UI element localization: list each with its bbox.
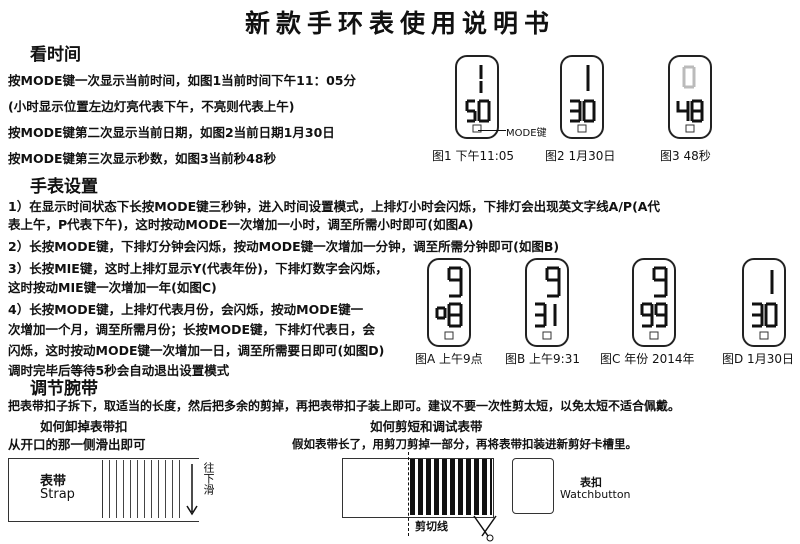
section-heading-watch-settings: 手表设置 <box>30 177 98 197</box>
led-display <box>676 65 704 133</box>
sub-heading: 假如表带长了，用剪刀剪掉一部分，再将表带扣装进新剪好卡槽里。 <box>292 437 637 451</box>
figure-caption: 图B 上午9:31 <box>505 352 580 366</box>
strap-label-en: Strap <box>40 487 75 502</box>
instruction-line: 4）长按MODE键，上排灯代表月份，会闪烁，按动MODE键一 <box>8 302 364 317</box>
figure-caption: 图1 下午11:05 <box>432 149 515 163</box>
instruction-line: 1）在显示时间状态下长按MODE键三秒钟，进入时间设置模式，上排灯小时会闪烁，下… <box>8 199 660 214</box>
led-display <box>535 266 561 340</box>
strap-label-cn: 表带 <box>40 474 67 489</box>
sub-heading: 如何卸掉表带扣 <box>40 419 128 434</box>
instruction-line: 2）长按MODE键，下排灯分钟会闪烁，按动MODE键一次增加一分钟，调至所需分钟… <box>8 239 560 254</box>
section-heading-adjust-strap: 调节腕带 <box>30 379 98 399</box>
cut-line-label: 剪切线 <box>415 520 448 533</box>
strap-excess-section <box>410 459 492 515</box>
instruction-line: 3）长按MIE键，这时上排灯显示Y(代表年份)，下排灯数字会闪烁， <box>8 261 388 276</box>
sub-heading: 从开口的那一侧滑出即可 <box>8 437 146 452</box>
instruction-line: 把表带扣子拆下，取适当的长度，然后把多余的剪掉，再把表带扣子装上即可。建议不要一… <box>8 399 681 413</box>
figure-caption: 图D 1月30日 <box>722 352 794 366</box>
sub-heading: 如何剪短和调试表带 <box>370 419 483 434</box>
buckle-label-cn: 表扣 <box>580 476 602 489</box>
mode-button-label: MODE键 <box>506 128 547 139</box>
led-display <box>435 266 463 340</box>
arrow-down-icon <box>186 464 198 516</box>
watch-figure-2 <box>560 55 604 139</box>
led-display <box>752 270 778 340</box>
watch-figure-d <box>742 258 786 347</box>
section-heading-view-time: 看时间 <box>30 45 81 65</box>
instruction-line: 按MODE键第三次显示秒数，如图3当前秒48秒 <box>8 151 277 166</box>
instruction-line: 调时完毕后等待5秒会自动退出设置模式 <box>8 363 230 378</box>
watch-figure-b <box>525 258 569 347</box>
led-display <box>465 65 491 133</box>
watch-figure-c <box>632 258 676 347</box>
instruction-line: (小时显示位置左边灯亮代表下午，不亮则代表上午) <box>8 99 295 114</box>
led-display <box>570 65 596 133</box>
instruction-line: 次增加一个月，调至所需月份；长按MODE键，下排灯代表日，会 <box>8 322 375 337</box>
cut-line <box>408 452 409 536</box>
strap-buckle <box>102 460 183 518</box>
instruction-line: 这时按动MIE键一次增加一年(如图C) <box>8 280 217 295</box>
instruction-line: 表上午，P代表下午)，这时按动MODE一次增加一小时，调至所需小时即可(如图A) <box>8 217 474 232</box>
figure-caption: 图2 1月30日 <box>545 149 616 163</box>
buckle-label-en: Watchbutton <box>560 488 631 501</box>
watch-buckle <box>512 458 554 514</box>
instruction-line: 按MODE键第二次显示当前日期，如图2当前日期1月30日 <box>8 125 335 140</box>
watch-figure-1 <box>455 55 499 139</box>
watch-figure-a <box>427 258 471 347</box>
scissors-icon <box>473 515 497 542</box>
figure-caption: 图A 上午9点 <box>415 352 483 366</box>
figure-caption: 图3 48秒 <box>660 149 711 163</box>
watch-figure-3 <box>668 55 712 139</box>
slide-down-label: 往下滑 <box>202 462 215 495</box>
page-title: 新款手环表使用说明书 <box>244 9 555 38</box>
led-display <box>640 266 668 340</box>
instruction-line: 按MODE键一次显示当前时间，如图1当前时间下午11：05分 <box>8 73 356 88</box>
instruction-line: 闪烁，这时按动MODE键一次增加一日，调至所需要日即可(如图D) <box>8 343 385 358</box>
figure-caption: 图C 年份 2014年 <box>600 352 695 366</box>
